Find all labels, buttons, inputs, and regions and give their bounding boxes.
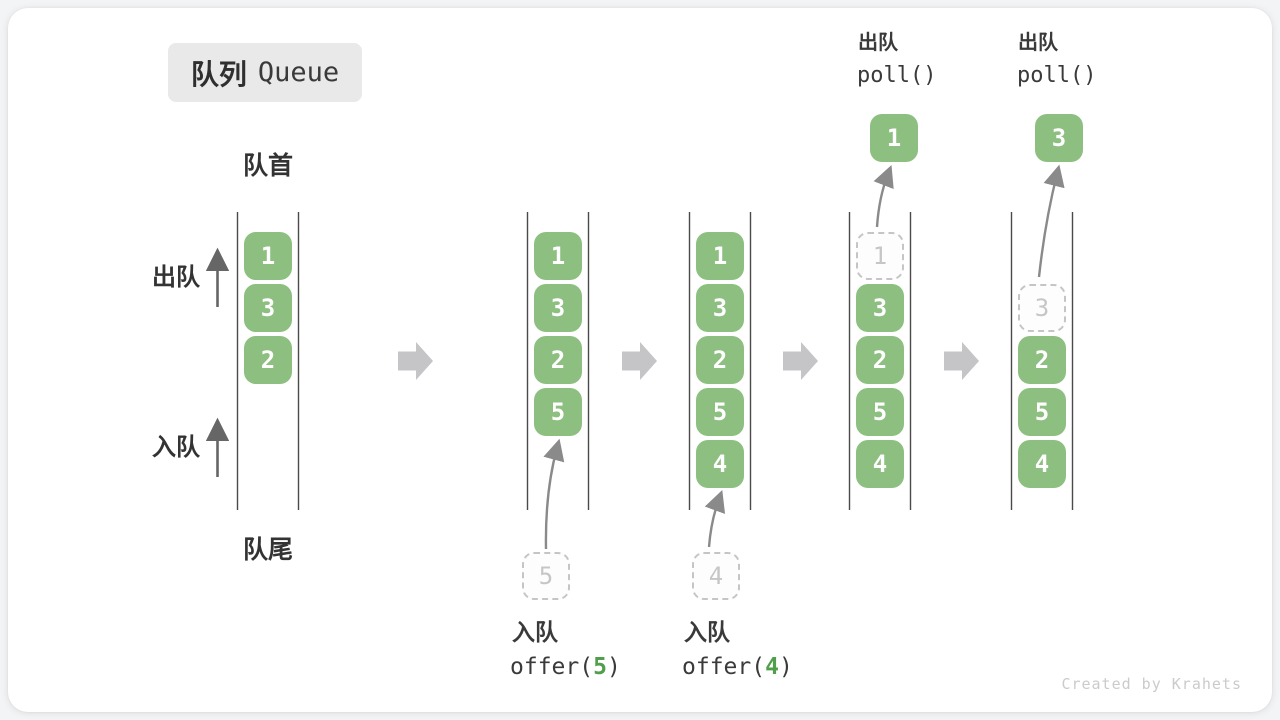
queue-cell: 4 [1018, 440, 1066, 488]
pending-cell: 4 [692, 552, 740, 600]
queue-cell: 3 [534, 284, 582, 332]
title-zh: 队列 [190, 58, 247, 90]
queue-cell: 3 [696, 284, 744, 332]
poll-3-arrow [1037, 164, 1065, 278]
dequeue-side-label: 出队 [152, 264, 200, 291]
queue-cell: 3 [244, 284, 292, 332]
offer-code-suffix: ) [606, 654, 621, 680]
enqueue-side-label: 入队 [152, 434, 200, 461]
removed-cell: 1 [856, 232, 904, 280]
offer-code-arg: 5 [593, 654, 607, 680]
queue-cell: 2 [534, 336, 582, 384]
queue-cell: 5 [534, 388, 582, 436]
queue-cell: 4 [696, 440, 744, 488]
queue-front-label: 队首 [242, 152, 293, 180]
offer-label-zh: 入队 [512, 619, 558, 645]
queue-cell: 2 [856, 336, 904, 384]
title-en: Queue [257, 57, 340, 88]
queue-cell: 2 [244, 336, 292, 384]
queue-cell: 1 [244, 232, 292, 280]
offer-label-code: offer(5) [510, 654, 621, 680]
enqueue-5-arrow [543, 438, 565, 550]
step-arrow-icons [398, 342, 979, 380]
watermark: Created by Krahets [1061, 675, 1242, 693]
queue-cell: 1 [696, 232, 744, 280]
popped-cell: 1 [870, 114, 918, 162]
operation-arrows [543, 164, 1065, 550]
queue-cell: 5 [696, 388, 744, 436]
queue-cell: 3 [856, 284, 904, 332]
pending-cell: 5 [522, 552, 570, 600]
queue-column-walls [236, 212, 1074, 510]
popped-cell: 3 [1035, 114, 1083, 162]
offer-code-suffix: ) [778, 654, 793, 680]
queue-cell: 5 [856, 388, 904, 436]
queue-cell: 2 [696, 336, 744, 384]
offer-code-prefix: offer( [682, 654, 766, 680]
poll-1-arrow [873, 165, 894, 228]
queue-rear-label: 队尾 [242, 536, 293, 564]
enqueue-4-arrow [704, 489, 726, 548]
queue-cell: 5 [1018, 388, 1066, 436]
poll-label-code: poll() [857, 63, 937, 88]
queue-cell: 2 [1018, 336, 1066, 384]
offer-code-arg: 4 [765, 654, 779, 680]
title-badge: 队列 Queue [168, 43, 362, 102]
offer-label-zh: 入队 [684, 619, 730, 645]
poll-label-zh: 出队 [858, 32, 898, 54]
poll-label-code: poll() [1017, 63, 1097, 88]
poll-label-zh: 出队 [1018, 32, 1058, 54]
offer-code-prefix: offer( [510, 654, 594, 680]
queue-cell: 4 [856, 440, 904, 488]
queue-cell: 1 [534, 232, 582, 280]
offer-label-code: offer(4) [682, 654, 793, 680]
removed-cell: 3 [1018, 284, 1066, 332]
